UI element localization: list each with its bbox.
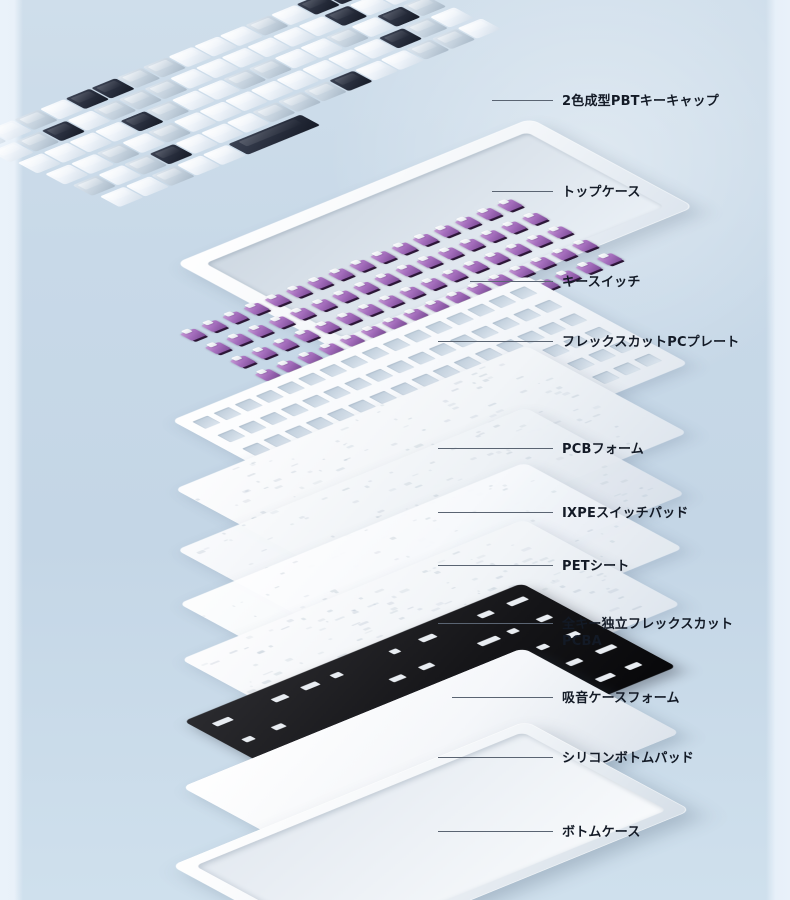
- leader-line-case-foam: [452, 697, 553, 698]
- callout-label-case-foam: 吸音ケースフォーム: [562, 691, 680, 706]
- callout-case-foam: 吸音ケースフォーム: [452, 690, 680, 707]
- callout-label-pcba: 全キー独立フレックスカット PCBA: [562, 617, 734, 649]
- callout-pcba: 全キー独立フレックスカット PCBA: [438, 616, 733, 650]
- callout-label-silicone-pad: シリコンボトムパッド: [562, 751, 695, 766]
- leader-line-bottom-case: [438, 831, 553, 832]
- callout-label-bottom-case: ボトムケース: [562, 825, 641, 840]
- callout-bottom-case: ボトムケース: [438, 824, 641, 841]
- callout-label-ixpe-pad: IXPEスイッチパッド: [562, 506, 689, 521]
- callout-ixpe-pad: IXPEスイッチパッド: [438, 505, 688, 522]
- leader-line-pcb-foam: [438, 448, 553, 449]
- callout-top-case: トップケース: [492, 184, 641, 201]
- leader-line-top-case: [492, 191, 553, 192]
- callout-label-pet-sheet: PETシート: [562, 559, 630, 574]
- leader-line-pc-plate: [438, 341, 553, 342]
- leader-line-keycaps: [492, 100, 553, 101]
- leader-line-key-switch: [470, 281, 553, 282]
- right-edge-band: [766, 0, 790, 900]
- callout-label-key-switch: キースイッチ: [562, 275, 641, 290]
- left-edge-band: [0, 0, 23, 900]
- callout-pc-plate: フレックスカットPCプレート: [438, 334, 739, 351]
- callout-silicone-pad: シリコンボトムパッド: [438, 750, 694, 767]
- leader-line-pet-sheet: [438, 565, 553, 566]
- leader-line-silicone-pad: [438, 757, 553, 758]
- callout-label-pc-plate: フレックスカットPCプレート: [562, 335, 740, 350]
- callout-label-top-case: トップケース: [562, 185, 641, 200]
- callout-pcb-foam: PCBフォーム: [438, 441, 644, 458]
- callout-label-keycaps: 2色成型PBTキーキャップ: [562, 94, 719, 109]
- callout-pet-sheet: PETシート: [438, 558, 629, 575]
- leader-line-ixpe-pad: [438, 512, 553, 513]
- callout-keycaps: 2色成型PBTキーキャップ: [492, 93, 719, 110]
- callout-label-pcb-foam: PCBフォーム: [562, 442, 644, 457]
- callout-key-switch: キースイッチ: [470, 274, 641, 291]
- leader-line-pcba: [438, 623, 553, 624]
